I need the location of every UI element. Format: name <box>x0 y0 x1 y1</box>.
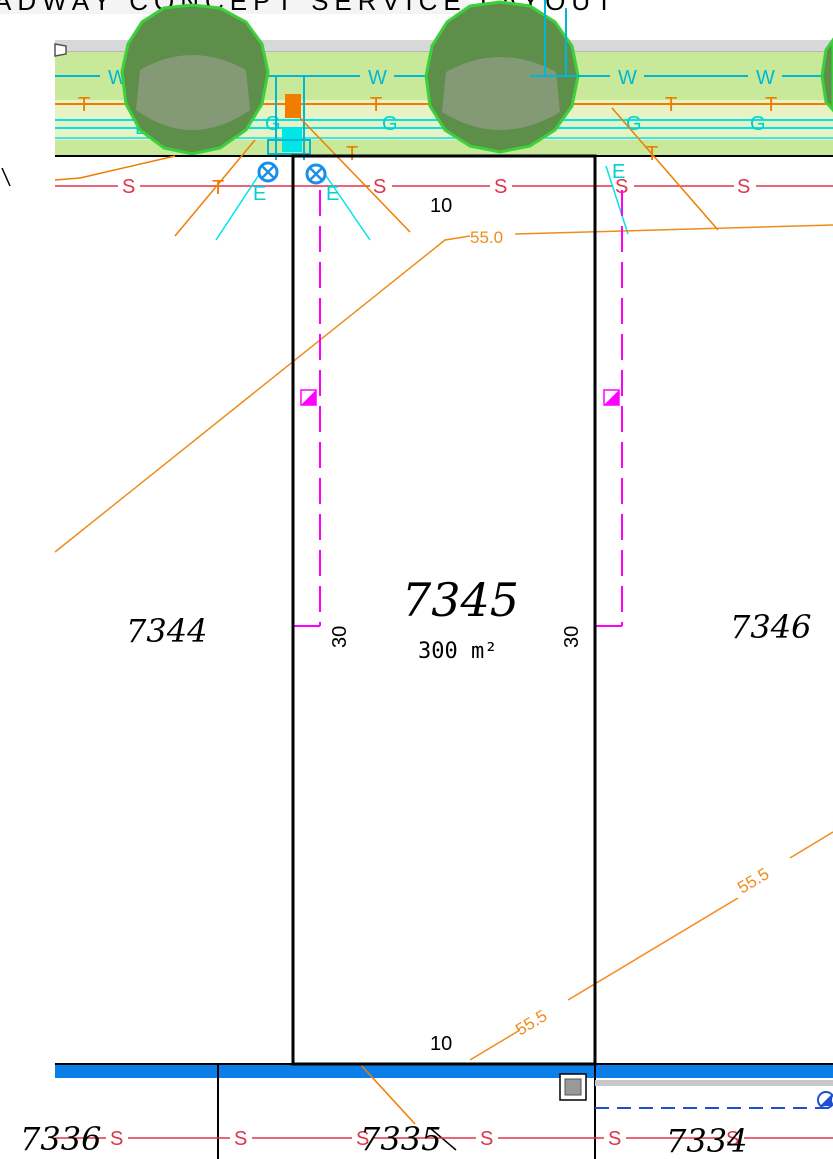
lot-number-right[interactable]: 7346 <box>730 608 811 646</box>
svg-text:T: T <box>370 94 382 116</box>
boundary-marker-icon <box>300 389 317 406</box>
svg-text:T: T <box>78 94 90 116</box>
svg-text:T: T <box>765 94 777 116</box>
svg-text:E: E <box>253 183 266 205</box>
lot-bottom-width: 10 <box>430 1033 452 1055</box>
valve-icon <box>257 161 279 183</box>
valve-icon <box>305 163 327 185</box>
lot-right-depth: 30 <box>561 626 583 648</box>
hydrant-icon <box>817 1091 833 1109</box>
lot-number-bottom-mid[interactable]: 7335 <box>360 1120 441 1158</box>
svg-text:T: T <box>665 94 677 116</box>
sewer-line-rear: S S S S S S <box>55 1124 833 1152</box>
svg-text:E: E <box>326 183 339 205</box>
svg-text:G: G <box>626 113 642 135</box>
lot-top-width: 10 <box>430 195 452 217</box>
building-setback <box>294 190 623 627</box>
vertical-service-line <box>530 0 580 77</box>
svg-text:55.5: 55.5 <box>512 1006 550 1039</box>
svg-text:W: W <box>756 67 775 89</box>
lot-left-depth: 30 <box>329 626 351 648</box>
svg-text:S: S <box>737 176 750 198</box>
svg-text:S: S <box>726 1128 739 1150</box>
svg-text:S: S <box>615 176 628 198</box>
svg-text:T: T <box>646 143 658 165</box>
lot-7345-boundary[interactable] <box>291 154 597 1066</box>
lot-number-main[interactable]: 7345 <box>402 573 519 627</box>
svg-text:S: S <box>608 1128 621 1150</box>
svg-text:E: E <box>612 161 625 183</box>
svg-text:S: S <box>122 176 135 198</box>
svg-text:G: G <box>265 113 281 135</box>
lot-number-left[interactable]: 7344 <box>126 612 207 650</box>
lot-number-bottom-right[interactable]: 7334 <box>666 1122 747 1159</box>
meter-box-icon <box>559 1073 587 1101</box>
sewer-line: S S S S S <box>55 174 833 198</box>
svg-text:G: G <box>750 113 766 135</box>
svg-text:55.5: 55.5 <box>734 864 772 897</box>
svg-text:W: W <box>618 67 637 89</box>
street-tree <box>120 3 270 156</box>
svg-text:S: S <box>480 1128 493 1150</box>
svg-text:S: S <box>356 1128 369 1150</box>
contour-55-5: 55.5 55.5 <box>469 831 833 1061</box>
water-meter-pit <box>267 76 311 160</box>
lot-number-bottom-left[interactable]: 7336 <box>20 1120 101 1158</box>
svg-text:W: W <box>368 67 387 89</box>
svg-text:S: S <box>494 176 507 198</box>
contour-55-0: 55.0 <box>54 224 833 553</box>
header-caption-bg <box>0 0 470 14</box>
service-connections: T T T E E E <box>54 107 719 241</box>
lot-area: 300 m² <box>418 639 497 664</box>
svg-text:55.0: 55.0 <box>470 228 503 247</box>
svg-text:T: T <box>346 143 358 165</box>
svg-text:T: T <box>212 177 224 199</box>
svg-text:S: S <box>373 176 386 198</box>
street-tree <box>820 37 833 113</box>
svg-text:S: S <box>234 1128 247 1150</box>
boundary-marker-icon <box>603 389 620 406</box>
svg-text:G: G <box>382 113 398 135</box>
road-kerb <box>55 1064 833 1078</box>
svg-text:S: S <box>110 1128 123 1150</box>
